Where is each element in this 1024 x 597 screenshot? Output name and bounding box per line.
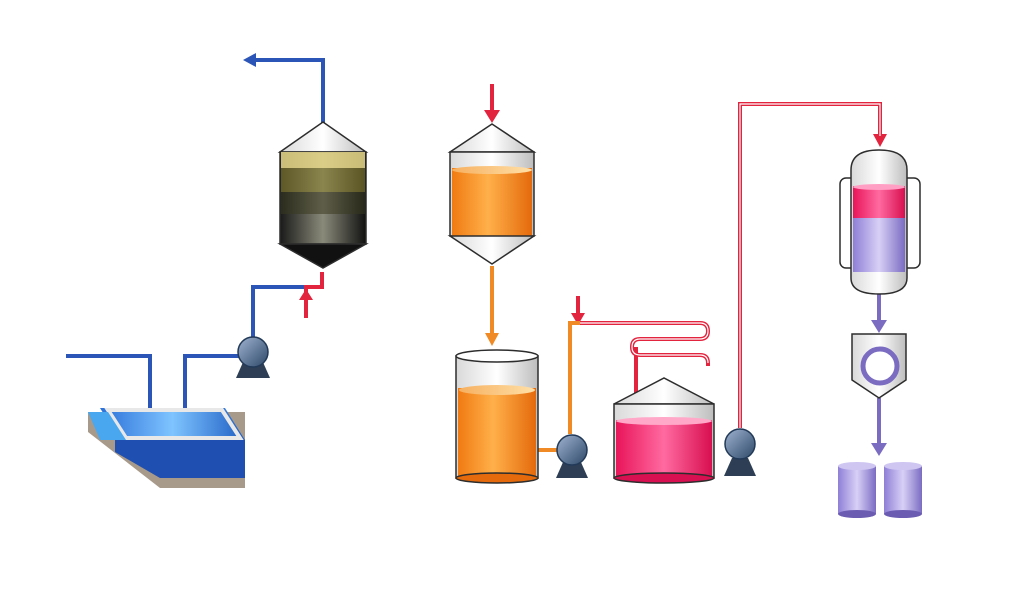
pump-to-coil-line: [568, 321, 580, 434]
drum-icon: [884, 462, 922, 518]
pump-icon: [724, 428, 756, 460]
pump-base: [724, 458, 756, 476]
feed-lines: [304, 84, 882, 428]
arrow-icon: [871, 443, 887, 456]
pump-base: [556, 460, 588, 478]
basin-channel: [88, 412, 126, 440]
arrow-icon: [873, 134, 887, 147]
drum-icon: [838, 462, 876, 518]
pump-to-vessel-line: [251, 285, 310, 345]
product-drums: [838, 462, 922, 518]
vessel-liquid-surface: [452, 166, 532, 174]
arrow-icon: [484, 110, 500, 123]
vessel-liquid-surface: [853, 184, 905, 190]
arrow-icon: [485, 333, 499, 346]
pump-2: [556, 434, 588, 478]
water-feed-line: [66, 354, 152, 412]
basin-side: [115, 440, 245, 478]
vessel-layer-light: [281, 152, 365, 168]
tank-liquid-surface: [616, 417, 712, 425]
vessel-bottom-cone: [447, 235, 537, 265]
water-lines: [66, 53, 325, 412]
pump-icon: [237, 336, 269, 368]
vessel-liquid-purple: [853, 212, 905, 272]
basin-water: [100, 408, 245, 440]
pump-1: [236, 336, 270, 378]
vessel-layer-dark: [281, 192, 365, 214]
water-outlet-line: [255, 58, 325, 125]
arrow-icon: [571, 313, 585, 325]
holding-tank: [455, 349, 539, 484]
feed-arrows: [299, 110, 887, 325]
arrow-icon: [299, 289, 313, 300]
grinder-icon: [860, 346, 900, 386]
water-return-line: [183, 354, 240, 412]
arrow-icon: [243, 53, 256, 67]
tank-top: [455, 349, 539, 363]
grinder: [851, 333, 907, 399]
vessel-layer-mid: [281, 168, 365, 192]
pump-icon: [556, 434, 588, 466]
heating-coil: [572, 321, 711, 366]
mixing-vessel: [447, 123, 537, 265]
vessel-liquid-pink: [853, 186, 905, 218]
vessel-bottom-cone: [277, 243, 369, 269]
settling-basin: [88, 408, 245, 488]
crystallizer-vessel: [839, 149, 921, 295]
pump-3: [724, 428, 756, 476]
basin-frame: [104, 408, 244, 440]
heated-tank: [613, 377, 715, 484]
feed-inlet-line: [304, 272, 324, 318]
tank-liquid: [458, 388, 536, 478]
coil-highlight: [572, 103, 881, 428]
vessel-liquid: [452, 168, 532, 236]
arrow-icon: [871, 320, 887, 333]
tank-roof: [613, 377, 715, 405]
tank-bottom: [455, 472, 539, 484]
tank-liquid: [616, 420, 712, 478]
separator-vessel: [277, 121, 369, 269]
tank-liquid-surface: [459, 385, 535, 395]
tank-bottom: [613, 472, 715, 484]
vessel-top-cone: [447, 123, 537, 153]
vessel-top-cone: [277, 121, 369, 153]
